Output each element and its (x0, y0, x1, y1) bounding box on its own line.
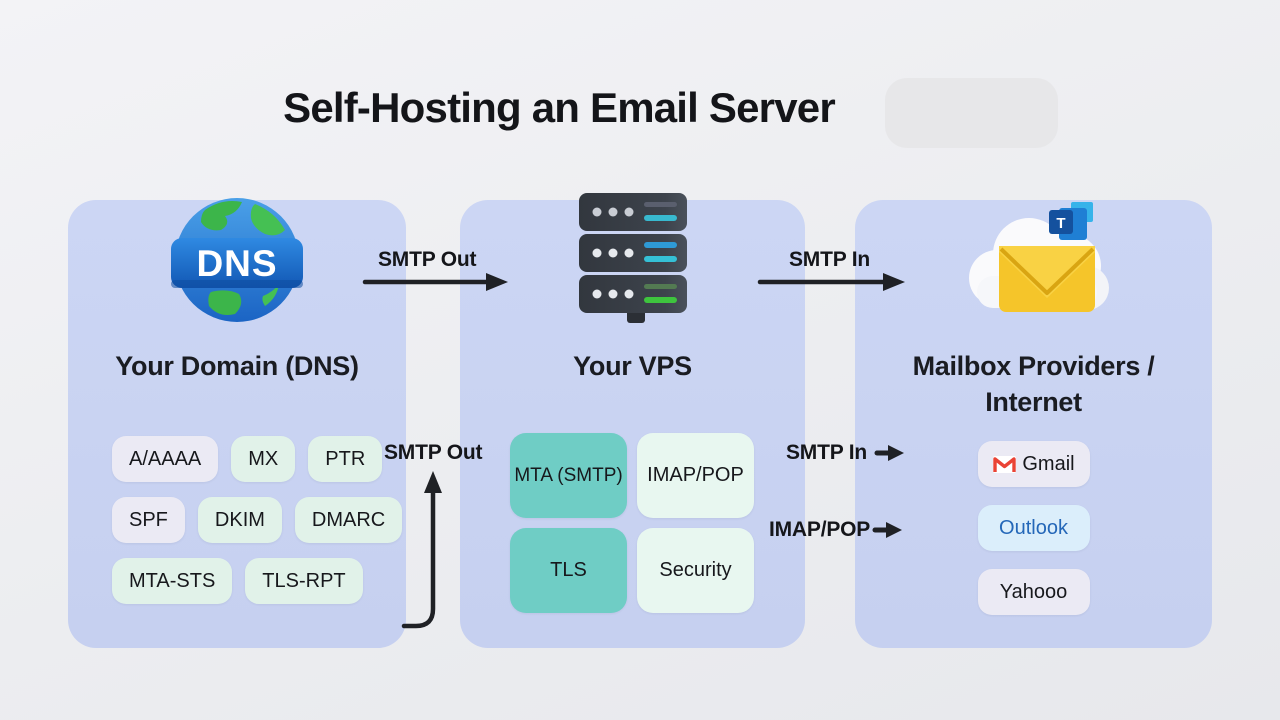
chip-mx: MX (231, 436, 296, 482)
label-smtp-in-side: SMTP In (786, 441, 868, 464)
svg-text:T: T (1056, 215, 1065, 232)
panel-vps-title: Your VPS (573, 351, 692, 381)
chip-tls: TLS (510, 528, 627, 613)
panel-mailbox: Mailbox Providers / Internet T (855, 200, 1212, 648)
dns-icon-label: DNS (196, 243, 277, 284)
chip-label: Security (659, 559, 732, 581)
chip-dkim: DKIM (197, 497, 282, 543)
chip-a-aaaa: A/AAAA (112, 436, 219, 482)
label-imap-pop-side: IMAP/POP (769, 518, 871, 541)
panel-mailbox-title: Mailbox Providers / Internet (855, 348, 1212, 420)
chip-label: MX (248, 447, 279, 470)
chip-security: Security (637, 528, 754, 613)
dns-record-chips: A/AAAA MX PTR SPF DKIM DMARC MTA-STS TLS… (112, 436, 403, 604)
label-smtp-out-curved: SMTP Out (384, 441, 483, 464)
dns-globe-icon: DNS (167, 192, 307, 337)
chip-label: TLS-RPT (262, 569, 346, 592)
cloud-mail-icon: T (955, 202, 1115, 329)
chip-imap-pop: IMAP/POP (637, 433, 754, 518)
page-title: Self-Hosting an Email Server (283, 84, 836, 131)
chip-yahooo: Yahooo (977, 569, 1090, 615)
chip-label: PTR (325, 447, 366, 470)
panel-vps: Your VPS (460, 193, 805, 648)
chip-label: MTA (SMTP) (514, 464, 623, 486)
chip-label: DKIM (214, 508, 265, 531)
panel-dns: Your Domain (DNS) DNS A/AAAA (68, 198, 406, 648)
chip-label: Outlook (999, 516, 1068, 539)
panel-mailbox-title-line1: Mailbox Providers / (912, 351, 1155, 381)
server-stack-icon (572, 193, 694, 332)
chip-tls-rpt: TLS-RPT (245, 558, 363, 604)
chip-label: Yahooo (999, 580, 1068, 603)
chip-label: MTA-STS (129, 569, 216, 592)
redacted-pill (885, 78, 1058, 148)
chip-outlook: Outlook (977, 505, 1090, 551)
arrow-smtp-out-curved (401, 471, 442, 629)
chip-mta-sts: MTA-STS (112, 558, 233, 604)
vps-service-chips: MTA (SMTP) IMAP/POP TLS Security (510, 433, 754, 613)
chip-label: TLS (550, 559, 587, 581)
chip-label: IMAP/POP (647, 464, 744, 486)
label-smtp-in-top: SMTP In (789, 248, 871, 271)
chip-gmail: Gmail (977, 441, 1090, 487)
chip-mta-smtp: MTA (SMTP) (510, 433, 627, 518)
provider-chips: Gmail Outlook Yahooo (977, 441, 1090, 615)
chip-label: SPF (129, 508, 168, 531)
chip-dmarc: DMARC (294, 497, 403, 543)
chip-label: A/AAAA (129, 447, 202, 470)
chip-spf: SPF (112, 497, 185, 543)
panel-dns-title: Your Domain (DNS) (115, 351, 359, 381)
chip-ptr: PTR (308, 436, 383, 482)
chip-label: Gmail (1022, 452, 1075, 475)
teams-logo-icon: T (1049, 202, 1093, 240)
label-smtp-out-top: SMTP Out (378, 248, 477, 271)
panel-mailbox-title-line2: Internet (985, 387, 1082, 417)
gmail-icon (993, 455, 1017, 473)
envelope-shape (999, 246, 1095, 312)
chip-label: DMARC (311, 508, 386, 531)
